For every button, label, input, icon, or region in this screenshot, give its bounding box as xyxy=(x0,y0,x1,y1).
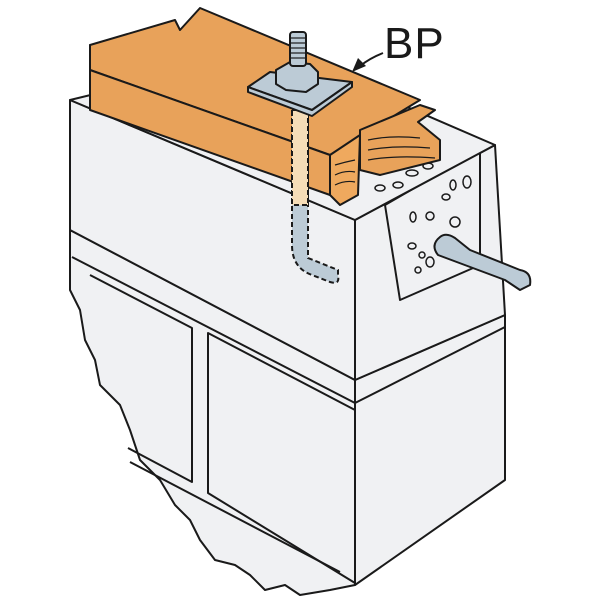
callout-label-bp: BP xyxy=(384,19,445,68)
threads xyxy=(290,37,306,59)
aggregate xyxy=(374,162,472,274)
rebar xyxy=(433,233,532,291)
bolt-in-wood xyxy=(291,109,309,206)
wood-sill-end-grain xyxy=(329,134,361,206)
wood-grain xyxy=(334,136,436,186)
threaded-rod xyxy=(289,31,307,67)
mortar-joint-lower xyxy=(129,461,341,573)
bearing-plate-edge xyxy=(247,81,353,117)
mortar-joint-top xyxy=(71,256,506,404)
block-center xyxy=(207,332,356,584)
block-left xyxy=(89,274,193,483)
callout-arrowhead-icon xyxy=(352,58,366,72)
block-wall-left-face xyxy=(69,229,356,596)
